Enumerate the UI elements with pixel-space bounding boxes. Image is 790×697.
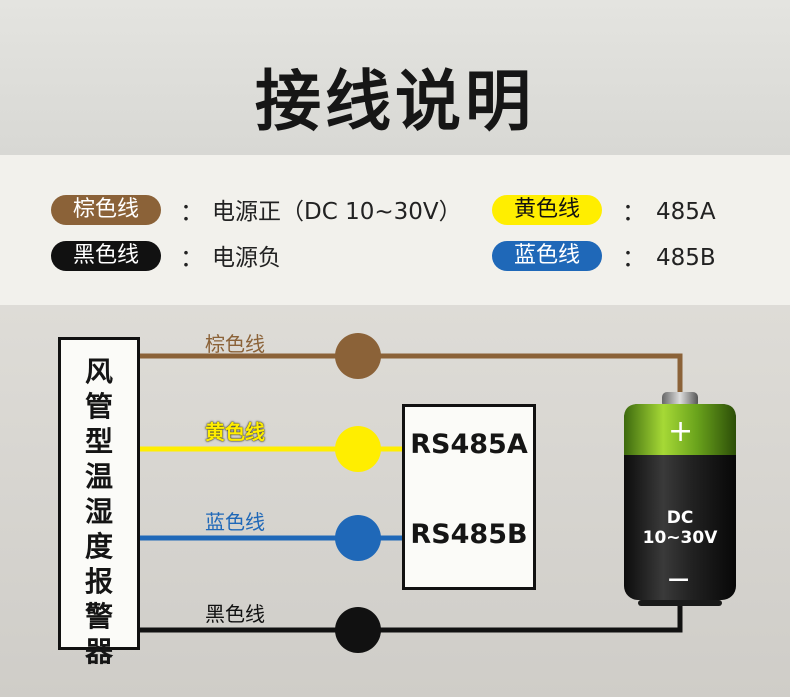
black-wire bbox=[140, 600, 683, 633]
legend-pill-yellow: 黄色线 bbox=[492, 195, 602, 225]
header-band: 接线说明 bbox=[0, 0, 790, 155]
legend-desc-black: 电源负 bbox=[212, 245, 281, 271]
legend-colon: ： bbox=[622, 198, 646, 226]
legend-desc-blue: 485B bbox=[656, 245, 716, 271]
legend-desc-brown: 电源正（DC 10~30V） bbox=[212, 199, 462, 225]
brown-wire-label: 棕色线 bbox=[205, 332, 265, 356]
legend-colon: ： bbox=[180, 244, 204, 272]
legend-desc-yellow: 485A bbox=[656, 199, 716, 225]
alarm-device-box: 风管型温湿度报警器 bbox=[58, 337, 140, 668]
legend-pill-brown: 棕色线 bbox=[51, 195, 161, 225]
legend-colon: ： bbox=[622, 244, 646, 272]
yellow-wire-label: 黄色线 bbox=[205, 420, 265, 444]
battery-plus-sign: + bbox=[668, 414, 694, 449]
yellow-terminal bbox=[335, 426, 381, 472]
legend-colon: ： bbox=[180, 198, 204, 226]
page-title: 接线说明 bbox=[255, 63, 535, 140]
legend-pill-blue: 蓝色线 bbox=[492, 241, 602, 271]
battery-minus-sign: − bbox=[666, 562, 692, 597]
brown-wire bbox=[140, 353, 683, 398]
rs485a-label: RS485A bbox=[410, 429, 528, 460]
rs485b-label: RS485B bbox=[410, 519, 528, 550]
rs485-box: RS485A RS485B bbox=[402, 404, 536, 590]
battery-voltage-label: DC 10~30V bbox=[642, 508, 718, 548]
wire-legend: 棕色线 ： 电源正（DC 10~30V） 黑色线 ： 电源负 黄色线 ： 485… bbox=[0, 155, 790, 305]
black-terminal bbox=[335, 607, 381, 653]
blue-terminal bbox=[335, 515, 381, 561]
device-label: 风管型温湿度报警器 bbox=[84, 355, 113, 668]
battery-icon bbox=[624, 392, 736, 606]
blue-wire-label: 蓝色线 bbox=[205, 510, 265, 534]
brown-terminal bbox=[335, 333, 381, 379]
black-wire-label: 黑色线 bbox=[205, 602, 265, 626]
legend-pill-black: 黑色线 bbox=[51, 241, 161, 271]
